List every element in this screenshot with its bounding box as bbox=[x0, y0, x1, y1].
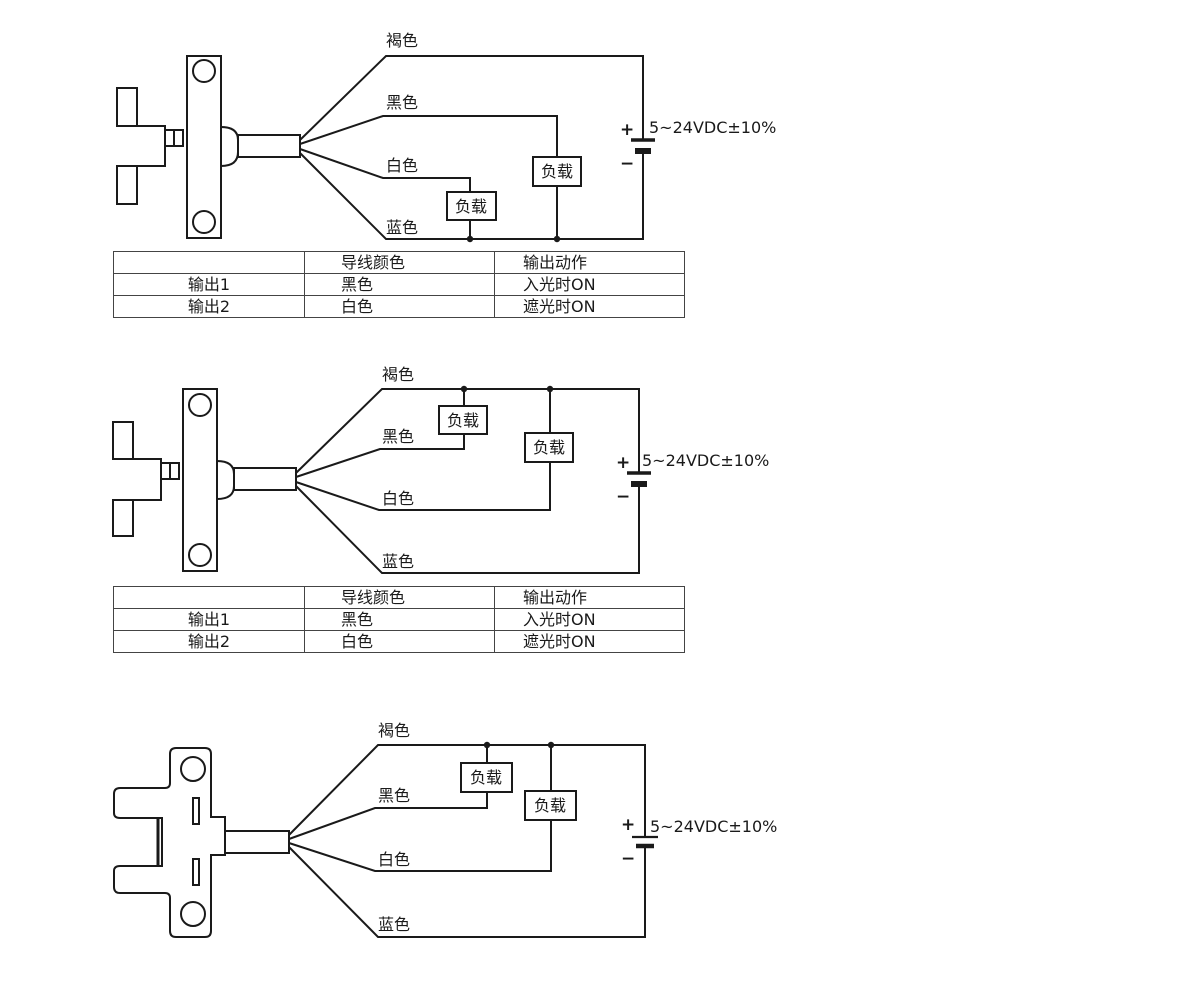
wires-2 bbox=[295, 385, 640, 574]
wire-label-white: 白色 bbox=[378, 850, 410, 869]
wire-label-blue: 蓝色 bbox=[378, 915, 410, 934]
battery-3: + − 5~24VDC±10% bbox=[621, 815, 777, 869]
wires-1 bbox=[299, 55, 644, 243]
table-cell: 输出1 bbox=[113, 608, 305, 631]
wire-label-black: 黑色 bbox=[382, 427, 414, 446]
load-box bbox=[460, 762, 513, 793]
supply-label: 5~24VDC±10% bbox=[642, 451, 769, 470]
minus-sign: − bbox=[621, 849, 635, 869]
plus-sign: + bbox=[620, 120, 634, 140]
table-cell: 遮光时ON bbox=[494, 630, 685, 653]
minus-sign: − bbox=[620, 154, 634, 174]
table-header-cell: 输出动作 bbox=[494, 586, 685, 609]
wire-label-black: 黑色 bbox=[378, 786, 410, 805]
output-table-2: 导线颜色 输出动作 输出1 黑色 入光时ON 输出2 白色 遮光时ON bbox=[113, 586, 685, 653]
load-label: 负载 bbox=[470, 768, 502, 787]
wire-label-black: 黑色 bbox=[386, 93, 418, 112]
plus-sign: + bbox=[621, 815, 635, 835]
sensor-body-1 bbox=[116, 55, 301, 239]
table-header-cell bbox=[113, 251, 305, 274]
diagram-1: + − 5~24VDC±10% 负载 负载 褐色 黑色 白色 蓝色 bbox=[116, 31, 776, 243]
wire-label-brown: 褐色 bbox=[386, 31, 418, 50]
table-row: 输出2 白色 遮光时ON bbox=[113, 295, 685, 318]
plus-sign: + bbox=[616, 453, 630, 473]
load-box bbox=[524, 790, 577, 821]
wire-label-blue: 蓝色 bbox=[386, 218, 418, 237]
sensor-body-3 bbox=[113, 747, 290, 938]
load-box bbox=[446, 191, 497, 221]
load-label: 负载 bbox=[447, 411, 479, 430]
load-label: 负载 bbox=[541, 162, 573, 181]
diagram-3: + − 5~24VDC±10% 负载 负载 褐色 黑色 白色 蓝色 bbox=[113, 721, 777, 938]
minus-sign: − bbox=[616, 487, 630, 507]
wire-label-brown: 褐色 bbox=[382, 365, 414, 384]
wire-label-blue: 蓝色 bbox=[382, 552, 414, 571]
table-cell: 入光时ON bbox=[494, 273, 685, 296]
table-header-cell: 输出动作 bbox=[494, 251, 685, 274]
table-cell: 输出2 bbox=[113, 630, 305, 653]
wires-3 bbox=[288, 741, 646, 938]
table-header-cell: 导线颜色 bbox=[304, 251, 495, 274]
table-header-cell: 导线颜色 bbox=[304, 586, 495, 609]
battery-2: + − 5~24VDC±10% bbox=[616, 451, 769, 507]
load-label: 负载 bbox=[534, 796, 566, 815]
table-cell: 输出1 bbox=[113, 273, 305, 296]
table-cell: 输出2 bbox=[113, 295, 305, 318]
wire-label-brown: 褐色 bbox=[378, 721, 410, 740]
supply-label: 5~24VDC±10% bbox=[649, 118, 776, 137]
wire-label-white: 白色 bbox=[386, 156, 418, 175]
table-cell: 白色 bbox=[304, 295, 495, 318]
table-cell: 入光时ON bbox=[494, 608, 685, 631]
table-cell: 白色 bbox=[304, 630, 495, 653]
diagram-2: + − 5~24VDC±10% 负载 负载 褐色 黑色 白色 蓝色 bbox=[112, 365, 769, 574]
table-cell: 遮光时ON bbox=[494, 295, 685, 318]
load-box bbox=[438, 405, 488, 435]
load-box bbox=[524, 432, 574, 463]
wire-label-white: 白色 bbox=[382, 489, 414, 508]
table-row: 输出1 黑色 入光时ON bbox=[113, 608, 685, 631]
load-label: 负载 bbox=[455, 197, 487, 216]
table-cell: 黑色 bbox=[304, 273, 495, 296]
table-cell: 黑色 bbox=[304, 608, 495, 631]
table-header-row: 导线颜色 输出动作 bbox=[113, 586, 685, 609]
table-header-cell bbox=[113, 586, 305, 609]
sensor-body-2 bbox=[112, 388, 297, 572]
output-table-1: 导线颜色 输出动作 输出1 黑色 入光时ON 输出2 白色 遮光时ON bbox=[113, 251, 685, 318]
load-label: 负载 bbox=[533, 438, 565, 457]
table-header-row: 导线颜色 输出动作 bbox=[113, 251, 685, 274]
battery-1: + − 5~24VDC±10% bbox=[620, 118, 776, 174]
supply-label: 5~24VDC±10% bbox=[650, 817, 777, 836]
table-row: 输出1 黑色 入光时ON bbox=[113, 273, 685, 296]
table-row: 输出2 白色 遮光时ON bbox=[113, 630, 685, 653]
load-box bbox=[532, 156, 582, 187]
